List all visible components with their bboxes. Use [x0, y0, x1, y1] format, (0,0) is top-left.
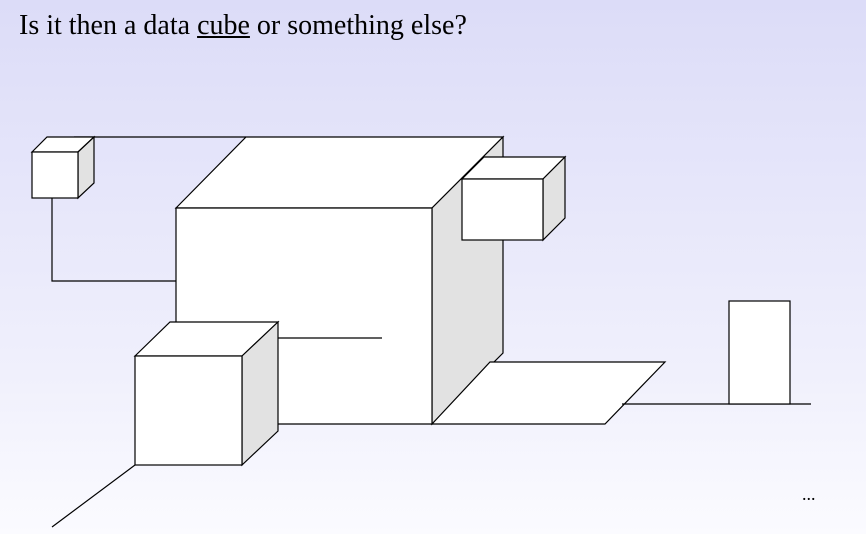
slide-title: Is it then a data cube or something else…	[19, 10, 467, 42]
back-panel-left	[51, 136, 246, 282]
small-cube-top-left	[30, 135, 96, 200]
front-cube	[133, 320, 280, 467]
title-text-start: Is it then a data	[19, 10, 198, 41]
small-cube-right	[460, 155, 567, 242]
ground-line-left	[51, 464, 136, 528]
standing-box	[728, 300, 791, 405]
title-emphasis-cube: cube	[197, 10, 250, 41]
small-cube-top-left-front	[31, 151, 79, 199]
title-text-end: or something else?	[249, 10, 467, 41]
small-cube-right-front	[461, 178, 544, 241]
front-cube-front	[134, 355, 243, 466]
continuation-ellipsis: ...	[802, 484, 816, 504]
floor-slab	[430, 361, 667, 425]
